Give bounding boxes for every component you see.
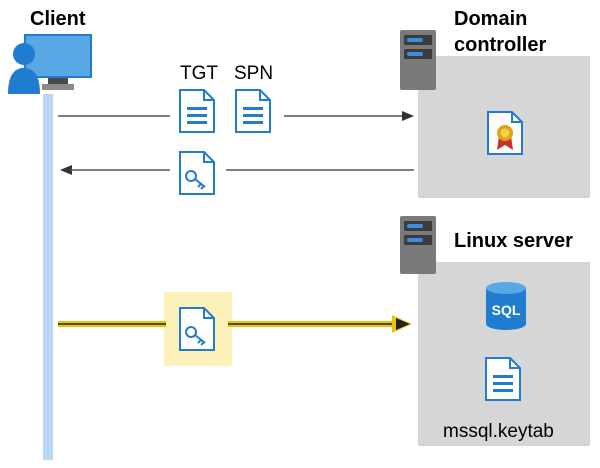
linux-server-icon xyxy=(400,216,436,274)
highlighted-ticket-icon xyxy=(178,306,216,352)
keytab-label: mssql.keytab xyxy=(443,421,554,442)
dc-title-line2: controller xyxy=(454,34,547,56)
sql-database-icon: SQL xyxy=(484,280,528,332)
authenticate-arrow xyxy=(58,314,418,336)
spn-label: SPN xyxy=(234,63,274,84)
dc-server-icon xyxy=(400,30,436,90)
dc-title-line1: Domain xyxy=(454,8,528,30)
request-arrow xyxy=(58,108,418,124)
client-title: Client xyxy=(30,8,86,30)
linux-server-title: Linux server xyxy=(454,230,573,252)
service-ticket-icon xyxy=(178,150,216,196)
client-icon xyxy=(6,32,96,96)
tgt-label: TGT xyxy=(180,63,218,84)
svg-text:SQL: SQL xyxy=(492,302,521,318)
keytab-document-icon xyxy=(484,356,522,402)
tgt-document-icon xyxy=(178,88,216,134)
response-arrow xyxy=(58,162,418,178)
client-timeline xyxy=(43,94,53,460)
certificate-icon xyxy=(486,110,524,156)
spn-document-icon xyxy=(234,88,272,134)
